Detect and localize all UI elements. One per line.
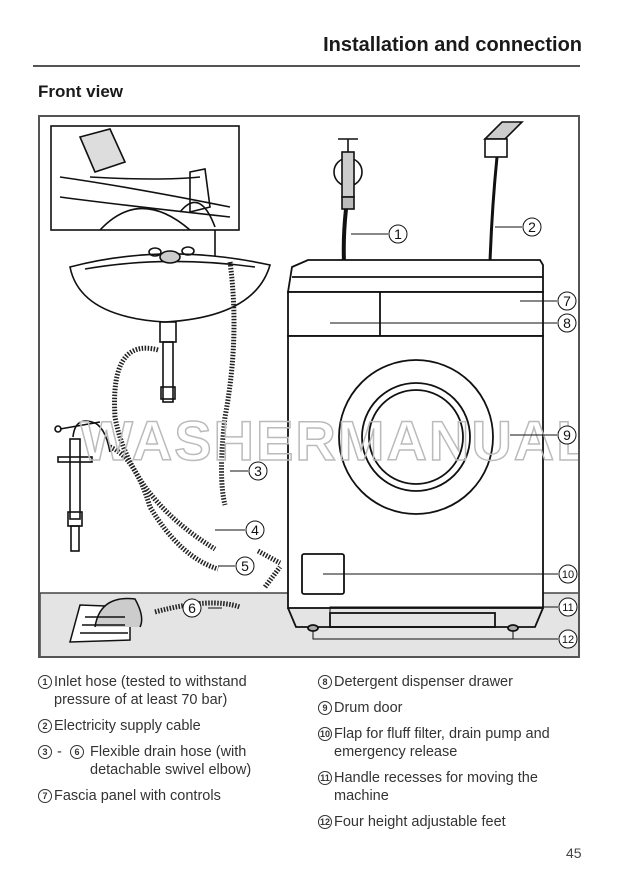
drain-hoses — [108, 261, 241, 615]
svg-text:10: 10 — [562, 569, 574, 581]
legend-right-column: 8 Detergent dispenser drawer 9 Drum door… — [318, 673, 568, 839]
number-badge: 11 — [318, 771, 332, 785]
hose-hook-detail-inset — [50, 125, 240, 257]
legend-item-3-6: 3 - 6 Flexible drain hose (with detachab… — [38, 743, 278, 779]
callout-8: 8 — [557, 313, 577, 333]
legend-left-column: 1 Inlet hose (tested to withstand pressu… — [38, 673, 278, 813]
legend-item-10: 10 Flap for fluff filter, drain pump and… — [318, 725, 568, 761]
legend-item-11: 11 Handle recesses for moving the machin… — [318, 769, 568, 805]
svg-text:8: 8 — [563, 315, 571, 331]
standpipe — [54, 420, 111, 552]
legend-text: Four height adjustable feet — [334, 814, 506, 830]
svg-text:7: 7 — [563, 293, 571, 309]
number-badge: 2 — [38, 719, 52, 733]
legend-item-12: 12 Four height adjustable feet — [318, 813, 568, 831]
svg-text:4: 4 — [251, 522, 259, 538]
svg-text:5: 5 — [241, 558, 249, 574]
legend-text: Handle recesses for moving the machine — [334, 770, 538, 804]
section-title: Front view — [38, 82, 124, 101]
page-number: 45 — [566, 845, 582, 861]
water-tap — [333, 138, 363, 263]
legend-text: Inlet hose (tested to withstand pressure… — [54, 674, 247, 708]
legend-text: Flap for fluff filter, drain pump and em… — [334, 726, 550, 760]
callout-2: 2 — [522, 217, 542, 237]
number-badge: 10 — [318, 727, 332, 741]
legend-text: Fascia panel with controls — [54, 788, 221, 804]
legend-item-2: 2 Electricity supply cable — [38, 717, 278, 735]
chapter-title: Installation and connection — [323, 34, 582, 56]
watermark: WASHERMANUAL.COM — [80, 409, 580, 472]
callouts: 1 2 3 4 5 6 7 8 9 10 11 12 — [182, 217, 578, 649]
svg-text:2: 2 — [528, 219, 536, 235]
legend-text: Electricity supply cable — [54, 718, 201, 734]
callout-6: 6 — [182, 598, 202, 618]
washing-machine — [286, 259, 544, 632]
front-view-illustration: WASHERMANUAL.COM 1 2 3 4 5 6 7 8 — [38, 115, 580, 658]
number-badge: 12 — [318, 815, 332, 829]
power-socket — [483, 121, 524, 263]
legend-text: Drum door — [334, 700, 403, 716]
number-badge: 1 — [38, 675, 52, 689]
svg-text:9: 9 — [563, 427, 571, 443]
svg-text:3: 3 — [254, 463, 262, 479]
callout-4: 4 — [245, 520, 265, 540]
callout-9: 9 — [557, 425, 577, 445]
svg-text:1: 1 — [394, 226, 402, 242]
range-separator: - — [57, 744, 62, 760]
callout-leaders — [208, 226, 558, 640]
legend-item-9: 9 Drum door — [318, 699, 568, 717]
wash-basin — [69, 246, 272, 403]
number-badge: 3 — [38, 745, 52, 759]
svg-text:6: 6 — [188, 600, 196, 616]
callout-11: 11 — [558, 597, 578, 617]
callout-3: 3 — [248, 461, 268, 481]
legend-text: Detergent dispenser drawer — [334, 674, 513, 690]
callout-10: 10 — [558, 564, 578, 584]
swivel-elbow — [256, 548, 282, 589]
header-divider — [33, 65, 580, 67]
number-badge: 8 — [318, 675, 332, 689]
number-badge: 6 — [70, 745, 84, 759]
number-badge: 7 — [38, 789, 52, 803]
number-badge: 9 — [318, 701, 332, 715]
legend-item-1: 1 Inlet hose (tested to withstand pressu… — [38, 673, 278, 709]
callout-7: 7 — [557, 291, 577, 311]
callout-12: 12 — [558, 629, 578, 649]
callout-1: 1 — [388, 224, 408, 244]
svg-text:12: 12 — [562, 634, 574, 646]
svg-text:11: 11 — [562, 602, 573, 614]
callout-5: 5 — [235, 556, 255, 576]
legend-item-7: 7 Fascia panel with controls — [38, 787, 278, 805]
legend-text: Flexible drain hose (with detachable swi… — [90, 744, 252, 778]
floor-drain — [69, 597, 143, 643]
legend-item-8: 8 Detergent dispenser drawer — [318, 673, 568, 691]
